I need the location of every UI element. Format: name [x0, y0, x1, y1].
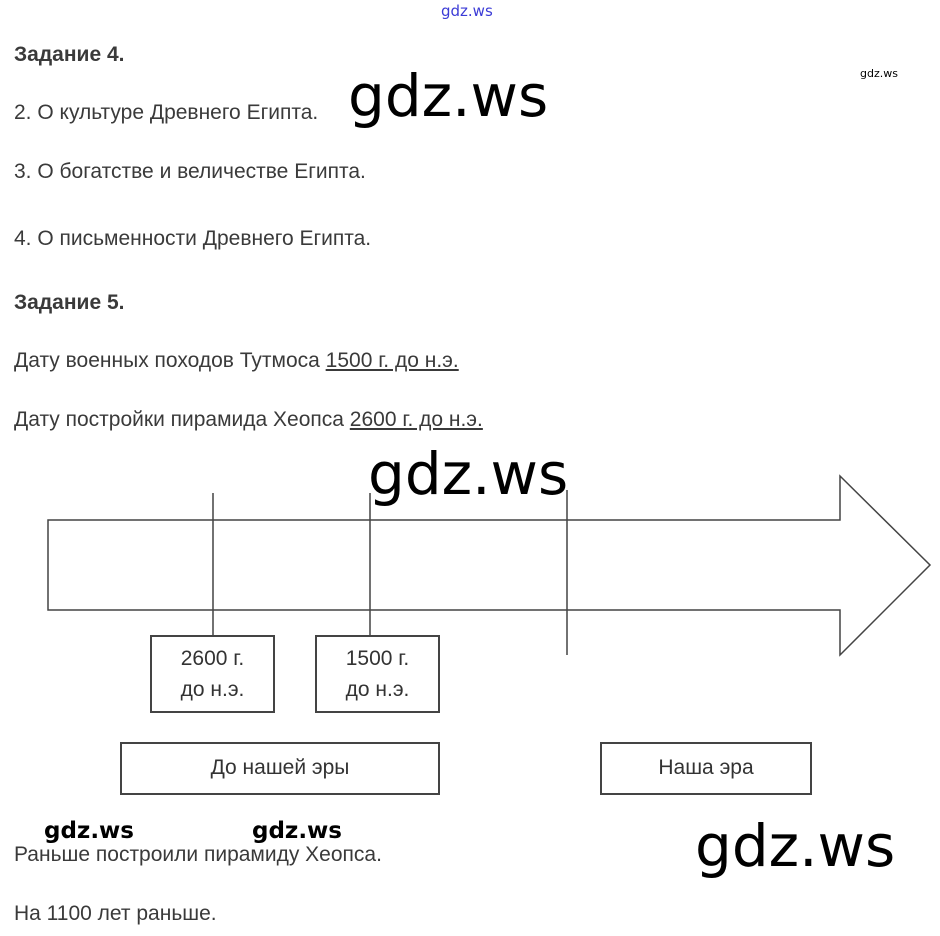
era-bc-box: До нашей эры — [120, 742, 440, 795]
date-text: 2600 г. — [180, 647, 245, 670]
prefix: Дату военных походов Тутмоса — [14, 349, 326, 372]
answer: 2600 г. до н.э. — [349, 408, 483, 431]
task5-line-1: Дату военных походов Тутмоса 1500 г. до … — [14, 349, 459, 373]
task5-heading: Задание 5. — [14, 291, 125, 314]
watermark-small: gdz.ws — [252, 818, 342, 844]
answer-2: На 1100 лет раньше. — [14, 902, 217, 925]
prefix: Дату постройки пирамида Хеопса — [14, 408, 350, 431]
date-box-2600: 2600 г. до н.э. — [150, 635, 275, 713]
watermark-large: gdz.ws — [695, 812, 896, 880]
task4-item: 2. О культуре Древнего Египта. — [14, 101, 319, 124]
task4-heading: Задание 4. — [14, 43, 125, 66]
date-text: 1500 г. — [345, 647, 410, 670]
task4-item: 3. О богатстве и величестве Египта. — [14, 160, 366, 183]
era-label: Наша эра — [658, 756, 754, 779]
task5-line-2: Дату постройки пирамида Хеопса 2600 г. д… — [14, 408, 483, 432]
task4-item: 4. О письменности Древнего Египта. — [14, 227, 372, 250]
watermark-large: gdz.ws — [368, 440, 569, 508]
watermark-top: gdz.ws — [441, 2, 493, 20]
era-ad-box: Наша эра — [600, 742, 812, 795]
watermark-large: gdz.ws — [348, 62, 549, 130]
date-text: до н.э. — [180, 678, 245, 701]
answer-1: Раньше построили пирамиду Хеопса. — [14, 843, 382, 866]
watermark-small: gdz.ws — [44, 818, 134, 844]
date-text: до н.э. — [345, 678, 410, 701]
watermark-small: gdz.ws — [860, 67, 898, 80]
date-box-1500: 1500 г. до н.э. — [315, 635, 440, 713]
era-label: До нашей эры — [210, 756, 350, 779]
answer: 1500 г. до н.э. — [325, 349, 459, 372]
